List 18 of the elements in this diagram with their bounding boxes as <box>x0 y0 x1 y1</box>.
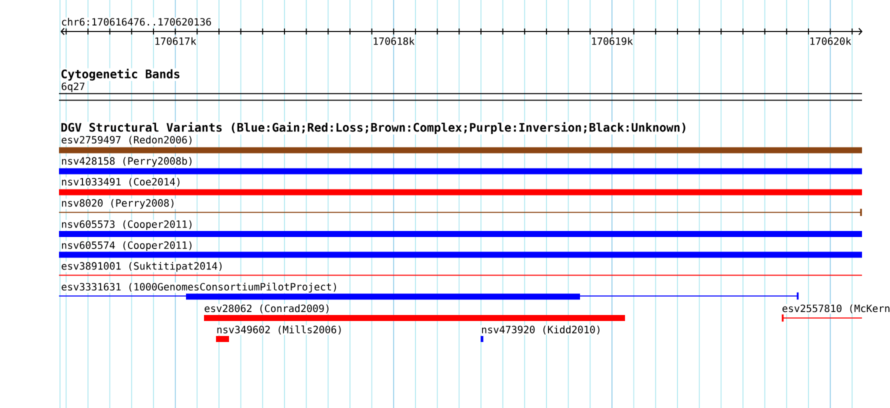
tick-label: 170620k <box>808 36 852 46</box>
variant-label: esv3891001 (Suktitipat2014) <box>60 262 224 272</box>
variant-label: nsv473920 (Kidd2010) <box>480 325 602 335</box>
variant-label: nsv605574 (Cooper2011) <box>60 240 194 252</box>
variant-label: nsv1033491 (Coe2014) <box>60 177 182 188</box>
band-label: 6q27 <box>60 82 86 92</box>
tick-label: 170617k <box>154 36 197 46</box>
variant-label: nsv8020 (Perry2008) <box>60 198 176 210</box>
variant-label: esv2759497 (Redon2006) <box>60 135 194 146</box>
variant-label: esv2557810 (McKern <box>782 304 890 314</box>
variant-label: nsv428158 (Perry2008b) <box>60 156 194 168</box>
variant-label: nsv349602 (Mills2006) <box>216 325 344 335</box>
tick-label: 170618k <box>372 36 416 46</box>
variant-label: nsv605573 (Cooper2011) <box>60 220 194 230</box>
variant-label: esv28062 (Conrad2009) <box>204 304 331 314</box>
coordinate-label: chr6:170616476..170620136 <box>60 18 212 26</box>
tick-label: 170619k <box>590 36 634 46</box>
variant-label: esv3331631 (1000GenomesConsortiumPilotProject) <box>60 282 338 293</box>
